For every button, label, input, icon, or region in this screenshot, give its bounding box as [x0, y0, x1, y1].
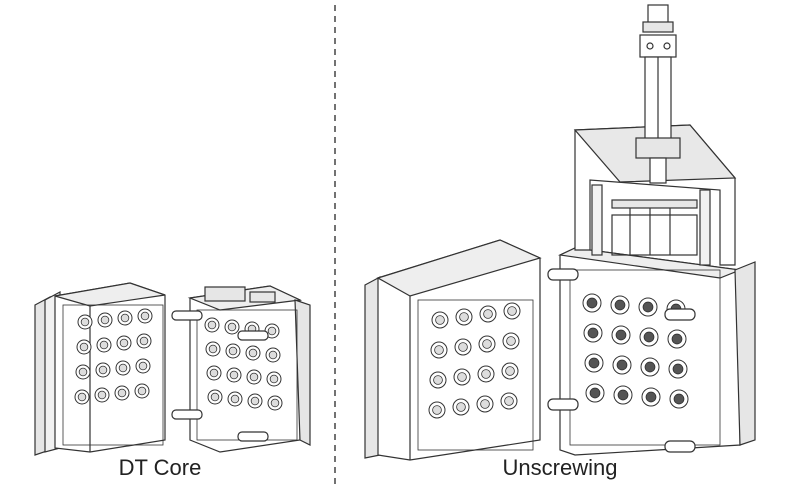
cavity-inner [139, 336, 149, 346]
unscrewing-cavity-grid [428, 302, 521, 419]
cavity-inner [482, 339, 492, 349]
cavity-inner [78, 367, 88, 377]
cavity-inner [80, 317, 90, 327]
cavity-inner [673, 393, 685, 405]
cavity-inner [118, 363, 128, 373]
cavity-inner [79, 342, 89, 352]
cavity-inner [456, 402, 466, 412]
cavity-inner [457, 372, 467, 382]
unscrewing-mold [364, 4, 756, 461]
cavity-inner [209, 368, 219, 378]
cavity-inner [120, 313, 130, 323]
dt-core-cavity-half [34, 282, 166, 456]
cavity-inner [616, 359, 628, 371]
unscrewing-core-half [547, 247, 756, 456]
cavity-inner [644, 361, 656, 373]
unscrewing-cavity-half [364, 239, 542, 461]
cavity-inner [645, 391, 657, 403]
cavity-inner [504, 396, 514, 406]
cavity-inner [230, 394, 240, 404]
cavity-inner [268, 350, 278, 360]
cavity-inner [589, 387, 601, 399]
cavity-inner [483, 309, 493, 319]
dt-core-core-half [171, 285, 311, 453]
cavity-inner [250, 396, 260, 406]
dt-core-cavity-grid [74, 308, 153, 405]
cavity-inner [267, 326, 277, 336]
unscrewing-caption: Unscrewing [502, 455, 618, 480]
cavity-inner [642, 301, 654, 313]
cavity-inner [208, 344, 218, 354]
cavity-inner [432, 405, 442, 415]
dt-core-guide-pins [171, 310, 269, 442]
cavity-inner [459, 312, 469, 322]
cavity-inner [435, 315, 445, 325]
cavity-inner [207, 320, 217, 330]
cavity-inner [506, 336, 516, 346]
cavity-inner [505, 366, 515, 376]
cavity-inner [269, 374, 279, 384]
cavity-inner [433, 375, 443, 385]
cavity-inner [434, 345, 444, 355]
cavity-inner [588, 357, 600, 369]
cavity-inner [210, 392, 220, 402]
cavity-inner [137, 386, 147, 396]
cavity-inner [507, 306, 517, 316]
cavity-inner [77, 392, 87, 402]
dt-core-caption: DT Core [118, 455, 202, 480]
cavity-inner [229, 370, 239, 380]
cavity-inner [643, 331, 655, 343]
cavity-inner [98, 365, 108, 375]
cavity-inner [480, 399, 490, 409]
dt-core-mold [34, 282, 311, 456]
cavity-inner [227, 322, 237, 332]
cavity-inner [97, 390, 107, 400]
cavity-inner [117, 388, 127, 398]
cavity-inner [100, 315, 110, 325]
cavity-inner [228, 346, 238, 356]
cavity-inner [617, 389, 629, 401]
cavity-inner [99, 340, 109, 350]
cavity-inner [672, 363, 684, 375]
cavity-inner [458, 342, 468, 352]
unscrewing-guide-pins [547, 268, 696, 453]
hydraulic-cylinder [635, 4, 681, 184]
cavity-inner [249, 372, 259, 382]
cavity-inner [614, 299, 626, 311]
cavity-inner [587, 327, 599, 339]
cavity-inner [586, 297, 598, 309]
cavity-inner [140, 311, 150, 321]
cavity-inner [615, 329, 627, 341]
cavity-inner [270, 398, 280, 408]
cavity-inner [671, 333, 683, 345]
cavity-inner [119, 338, 129, 348]
cavity-inner [481, 369, 491, 379]
cavity-inner [138, 361, 148, 371]
cavity-inner [248, 348, 258, 358]
dt-core-core-grid [204, 317, 283, 411]
